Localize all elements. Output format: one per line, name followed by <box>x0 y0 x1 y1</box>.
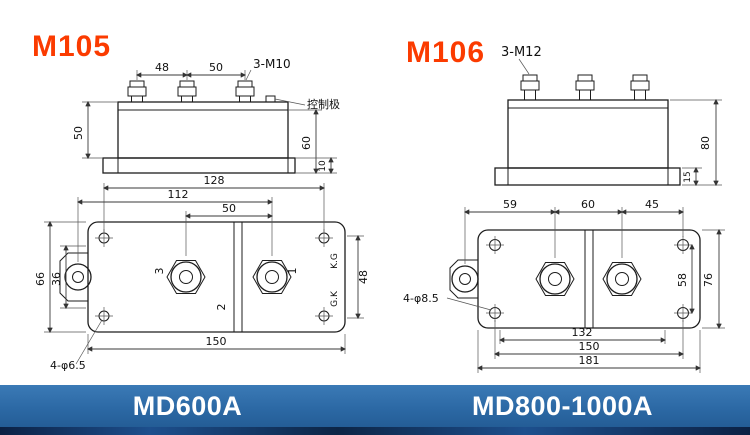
bolt-icon <box>520 74 540 101</box>
terminal <box>535 262 575 296</box>
base-flange <box>494 167 681 186</box>
m106-plan-view <box>449 229 701 329</box>
terminal-number-2: 2 <box>215 304 228 311</box>
side-terminal-tab <box>449 259 479 299</box>
left-model-badge: MD600A <box>132 390 243 421</box>
dim-flange-15: 15 <box>683 171 693 182</box>
mounting-hole-spec: 4-φ8.5 <box>403 292 439 305</box>
m105-side-dimensions: 48 50 3-M10 控制极 50 60 10 <box>72 57 340 175</box>
plan-body <box>477 229 701 329</box>
bolt-icon <box>235 80 255 103</box>
dim-hole-pitch-48: 48 <box>357 270 370 284</box>
dim-length-150: 150 <box>206 335 227 348</box>
terminal <box>166 260 206 294</box>
m106-side-view <box>494 74 681 186</box>
dim-flange-10: 10 <box>318 160 328 172</box>
terminal <box>252 260 292 294</box>
terminal-number-1: 1 <box>286 268 299 275</box>
dim-60: 60 <box>581 198 595 211</box>
terminal-number-3: 3 <box>153 268 166 275</box>
right-model-badge: MD800-1000A <box>471 390 654 421</box>
bolt-spec-label: 3-M12 <box>501 45 542 60</box>
dim-181: 181 <box>579 354 600 367</box>
m105-plan-dimensions: 128 112 50 66 36 48 150 4-φ6.5 <box>34 174 370 372</box>
dim-132: 132 <box>572 326 593 339</box>
m106-technical-drawing: 3-M12 80 15 <box>403 45 725 373</box>
dim-total-height-60: 60 <box>300 136 313 150</box>
module-body <box>507 99 669 169</box>
model-footer-bar: MD600A MD800-1000A <box>0 385 750 427</box>
dim-bolt-pitch-48: 48 <box>155 61 169 74</box>
dim-128: 128 <box>204 174 225 187</box>
dim-58: 58 <box>676 273 689 287</box>
mounting-hole <box>674 304 692 322</box>
mounting-hole-spec: 4-φ6.5 <box>50 359 86 372</box>
mounting-hole <box>674 236 692 254</box>
left-model-title: M105 <box>32 30 112 63</box>
mounting-hole <box>486 304 504 322</box>
dim-total-height-80: 80 <box>699 136 712 150</box>
polarity-marking-kg: K.G <box>330 253 340 269</box>
divider-bar <box>584 229 594 329</box>
dim-36: 36 <box>50 272 63 286</box>
dim-45: 45 <box>645 198 659 211</box>
mounting-hole <box>486 236 504 254</box>
dim-59: 59 <box>503 198 517 211</box>
dim-150: 150 <box>579 340 600 353</box>
bolt-icon <box>630 74 650 101</box>
m106-side-dimensions: 3-M12 80 15 <box>501 45 722 187</box>
gate-pin <box>265 95 276 103</box>
base-flange <box>102 157 296 174</box>
dim-bolt-pitch-50: 50 <box>209 61 223 74</box>
terminal <box>602 262 642 296</box>
bottom-dark-strip <box>0 427 750 435</box>
side-terminal-tab <box>59 252 92 302</box>
m106-plan-dimensions: 59 60 45 58 76 132 150 181 4-φ8.5 <box>403 198 725 373</box>
m105-plan-view: 3 2 1 K.G G.K <box>59 221 346 333</box>
mounting-hole <box>95 307 113 325</box>
bolt-spec-label: 3-M10 <box>253 57 291 71</box>
plan-body <box>87 221 346 333</box>
bolt-icon <box>127 80 147 103</box>
gate-terminal-label: 控制极 <box>307 97 340 111</box>
polarity-marking-gk: G.K <box>330 290 340 307</box>
dim-terminal-pitch-50: 50 <box>222 202 236 215</box>
bolt-icon <box>177 80 197 103</box>
m105-technical-drawing: 48 50 3-M10 控制极 50 60 10 <box>34 57 370 372</box>
mounting-hole <box>315 307 333 325</box>
dim-76: 76 <box>702 273 715 287</box>
right-model-title: M106 <box>406 36 486 69</box>
dim-width-66: 66 <box>34 272 47 286</box>
m105-side-view <box>102 80 296 174</box>
dim-body-height-50: 50 <box>72 126 85 140</box>
dim-112: 112 <box>168 188 189 201</box>
bolt-icon <box>575 74 595 101</box>
divider-bar <box>233 221 243 333</box>
